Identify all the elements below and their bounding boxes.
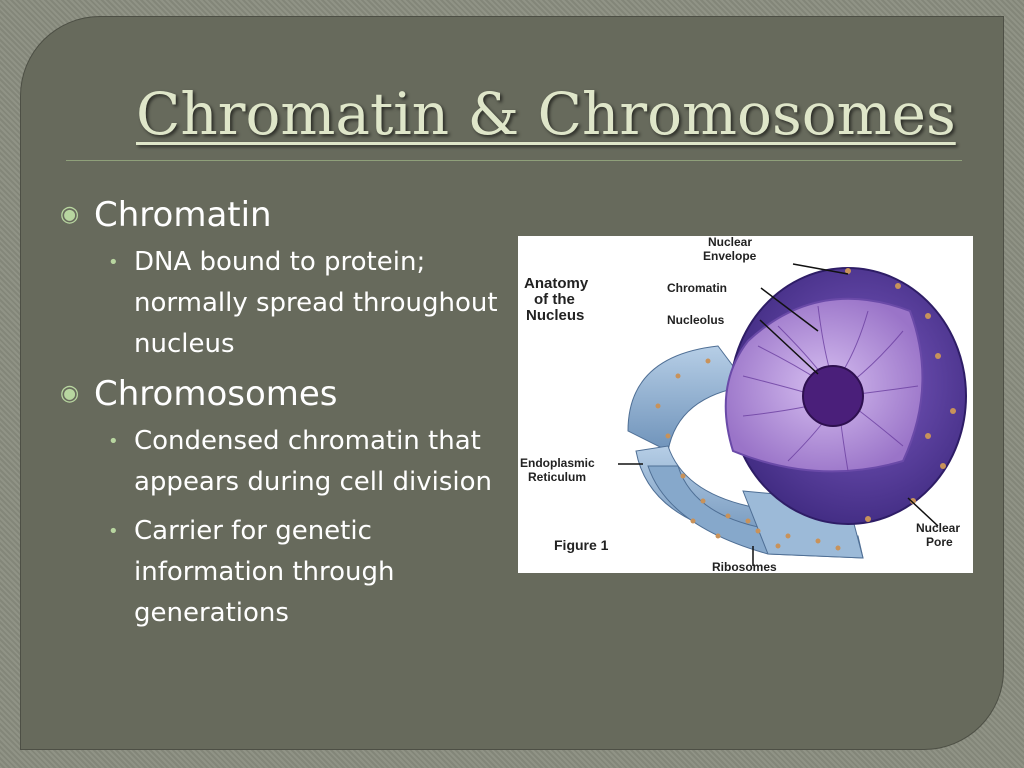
bullet-list: ◉ Chromatin • DNA bound to protein; norm… bbox=[60, 194, 530, 642]
sub-bullet-text: Condensed chromatin that appears during … bbox=[134, 426, 493, 497]
bullet-chromosomes: ◉ Chromosomes bbox=[60, 373, 530, 415]
leader-lines bbox=[618, 263, 939, 566]
label-reticulum: Reticulum bbox=[528, 470, 586, 484]
label-nuclear-envelope-1: Nuclear bbox=[708, 236, 752, 249]
ribosome-dots bbox=[655, 268, 956, 551]
sub-bullet: • Condensed chromatin that appears durin… bbox=[108, 421, 530, 503]
sub-bullet: • Carrier for genetic information throug… bbox=[108, 511, 530, 634]
label-endoplasmic: Endoplasmic bbox=[520, 456, 595, 470]
label-nuclear-envelope-2: Envelope bbox=[703, 249, 757, 263]
title-divider bbox=[66, 160, 962, 161]
label-nuclear-pore-2: Pore bbox=[926, 535, 953, 549]
circle-bullet-icon: ◉ bbox=[60, 202, 80, 227]
bullet-chromatin: ◉ Chromatin bbox=[60, 194, 530, 236]
label-ribosomes: Ribosomes bbox=[712, 560, 777, 573]
dot-bullet-icon: • bbox=[108, 521, 119, 542]
dot-bullet-icon: • bbox=[108, 431, 119, 452]
bullet-text: Chromatin bbox=[94, 195, 272, 235]
bullet-text: Chromosomes bbox=[94, 374, 338, 414]
nucleus-figure: Anatomy of the Nucleus Nuclear Envelope … bbox=[518, 236, 973, 573]
label-nuclear-pore-1: Nuclear bbox=[916, 521, 960, 535]
slide-title: Chromatin & Chromosomes bbox=[136, 80, 956, 148]
nucleolus-shape bbox=[802, 365, 864, 427]
slide: Chromatin & Chromosomes ◉ Chromatin • DN… bbox=[20, 16, 1004, 750]
figure-title-line-3: Nucleus bbox=[526, 307, 584, 324]
figure-caption: Figure 1 bbox=[554, 537, 609, 553]
sub-bullet-text: DNA bound to protein; normally spread th… bbox=[134, 247, 498, 359]
figure-title-line-1: Anatomy bbox=[524, 275, 589, 292]
nucleus-diagram: Anatomy of the Nucleus Nuclear Envelope … bbox=[520, 236, 967, 573]
label-nucleolus: Nucleolus bbox=[667, 313, 725, 327]
label-chromatin: Chromatin bbox=[667, 281, 727, 295]
endoplasmic-reticulum-shape bbox=[627, 345, 864, 559]
dot-bullet-icon: • bbox=[108, 252, 119, 273]
sub-bullet-text: Carrier for genetic information through … bbox=[134, 516, 395, 628]
circle-bullet-icon: ◉ bbox=[60, 381, 80, 406]
sub-bullet: • DNA bound to protein; normally spread … bbox=[108, 242, 530, 365]
figure-title-line-2: of the bbox=[534, 291, 575, 308]
